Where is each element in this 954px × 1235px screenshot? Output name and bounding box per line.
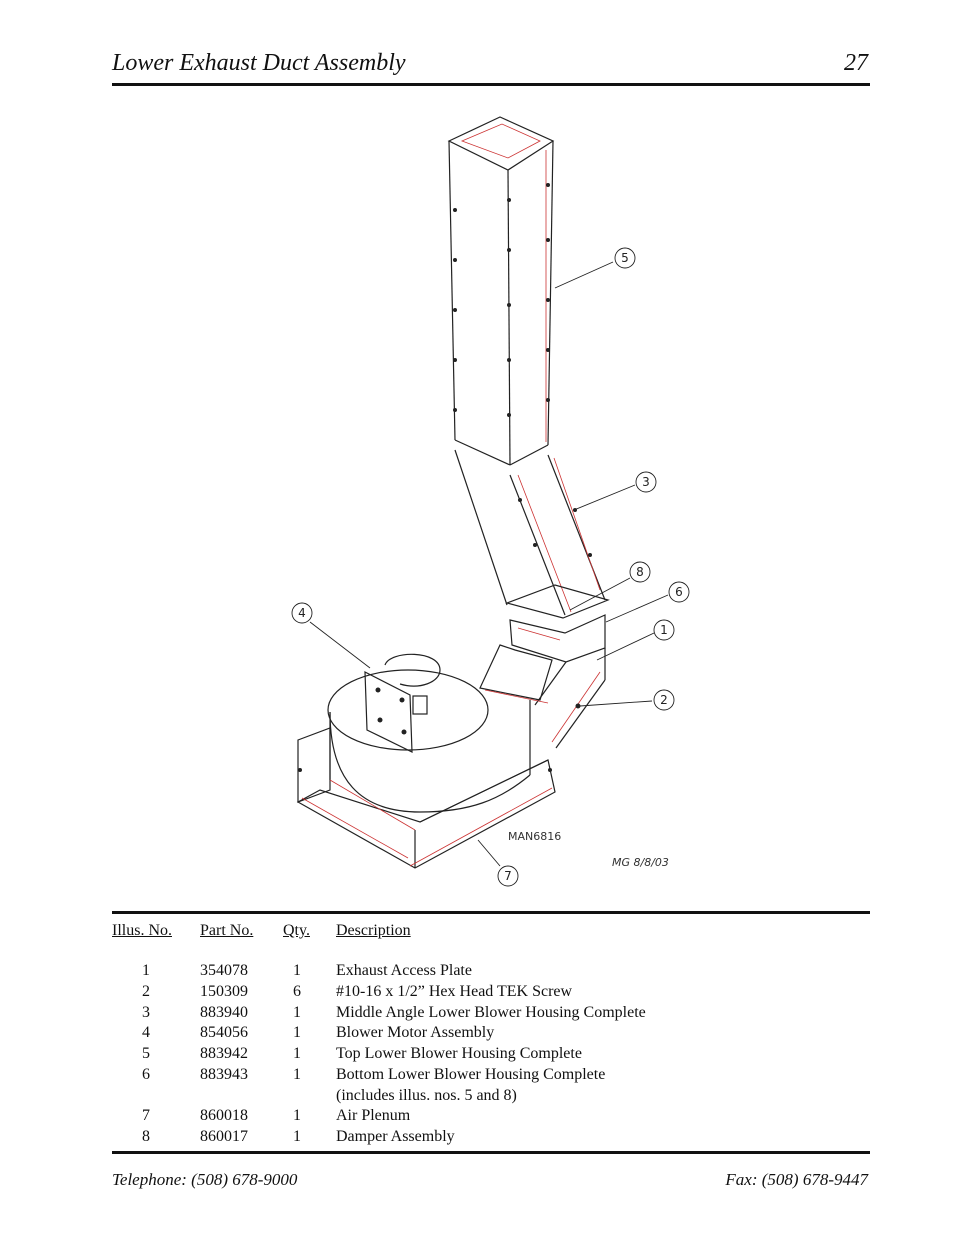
drawing-number: MAN6816 — [508, 830, 561, 843]
qty: 1 — [293, 1128, 301, 1145]
illus-no: 3 — [142, 1004, 150, 1021]
qty: 1 — [293, 1045, 301, 1062]
table-row: 1 354078 1 Exhaust Access Plate — [0, 962, 954, 982]
part-no: 860018 — [200, 1107, 248, 1124]
page-title: Lower Exhaust Duct Assembly — [112, 50, 406, 76]
table-row: (includes illus. nos. 5 and 8) — [0, 1087, 954, 1107]
header-part-no: Part No. — [200, 922, 254, 939]
callout-5: 5 — [621, 251, 629, 265]
description: Damper Assembly — [336, 1128, 455, 1145]
part-no: 354078 — [200, 962, 248, 979]
callout-7: 7 — [504, 869, 512, 883]
qty: 1 — [293, 962, 301, 979]
table-top-rule — [112, 911, 870, 914]
callout-3: 3 — [642, 475, 650, 489]
table-row: 7 860018 1 Air Plenum — [0, 1107, 954, 1127]
description: (includes illus. nos. 5 and 8) — [336, 1087, 517, 1104]
part-no: 883942 — [200, 1045, 248, 1062]
header-illus-no: Illus. No. — [112, 922, 172, 939]
callout-2: 2 — [660, 693, 668, 707]
table-row: 8 860017 1 Damper Assembly — [0, 1128, 954, 1148]
part-no: 854056 — [200, 1024, 248, 1041]
qty: 1 — [293, 1066, 301, 1083]
part-no: 883943 — [200, 1066, 248, 1083]
footer-telephone: Telephone: (508) 678-9000 — [112, 1170, 298, 1189]
header-description: Description — [336, 922, 411, 939]
blower-housing — [327, 669, 489, 751]
description: Blower Motor Assembly — [336, 1024, 495, 1041]
part-no: 883940 — [200, 1004, 248, 1021]
part-no: 150309 — [200, 983, 248, 1000]
top-duct-opening — [447, 116, 555, 171]
description: Air Plenum — [336, 1107, 411, 1124]
exhaust-duct-drawing: 1 2 3 4 5 6 7 8 MAN6816 MG 8/8/03 — [291, 116, 690, 887]
qty: 1 — [293, 1004, 301, 1021]
description: Middle Angle Lower Blower Housing Comple… — [336, 1004, 646, 1021]
illus-no: 2 — [142, 983, 150, 1000]
illus-no: 7 — [142, 1107, 150, 1124]
callout-6: 6 — [675, 585, 683, 599]
description: Exhaust Access Plate — [336, 962, 472, 979]
callout-4: 4 — [298, 606, 306, 620]
table-row: 6 883943 1 Bottom Lower Blower Housing C… — [0, 1066, 954, 1086]
illus-no: 1 — [142, 962, 150, 979]
table-row: 2 150309 6 #10-16 x 1/2” Hex Head TEK Sc… — [0, 983, 954, 1003]
description: #10-16 x 1/2” Hex Head TEK Screw — [336, 983, 573, 1000]
table-row: 4 854056 1 Blower Motor Assembly — [0, 1024, 954, 1044]
header-qty: Qty. — [283, 922, 310, 939]
blower-motor-plate — [364, 671, 413, 753]
illus-no: 5 — [142, 1045, 150, 1062]
table-row: 5 883942 1 Top Lower Blower Housing Comp… — [0, 1045, 954, 1065]
qty: 1 — [293, 1107, 301, 1124]
illus-no: 8 — [142, 1128, 150, 1145]
air-plenum — [297, 727, 331, 803]
footer-rule — [112, 1151, 870, 1154]
illus-no: 6 — [142, 1066, 150, 1083]
description: Bottom Lower Blower Housing Complete — [336, 1066, 606, 1083]
callout-8: 8 — [636, 565, 644, 579]
qty: 1 — [293, 1024, 301, 1041]
drawing-signature: MG 8/8/03 — [612, 856, 669, 869]
header-rule — [112, 83, 870, 86]
description: Top Lower Blower Housing Complete — [336, 1045, 582, 1062]
illus-no: 4 — [142, 1024, 150, 1041]
table-row: 3 883940 1 Middle Angle Lower Blower Hou… — [0, 1004, 954, 1024]
part-no: 860017 — [200, 1128, 248, 1145]
callout-1: 1 — [660, 623, 668, 637]
footer-fax: Fax: (508) 678-9447 — [725, 1170, 868, 1189]
qty: 6 — [293, 983, 301, 1000]
page-number: 27 — [844, 50, 868, 76]
